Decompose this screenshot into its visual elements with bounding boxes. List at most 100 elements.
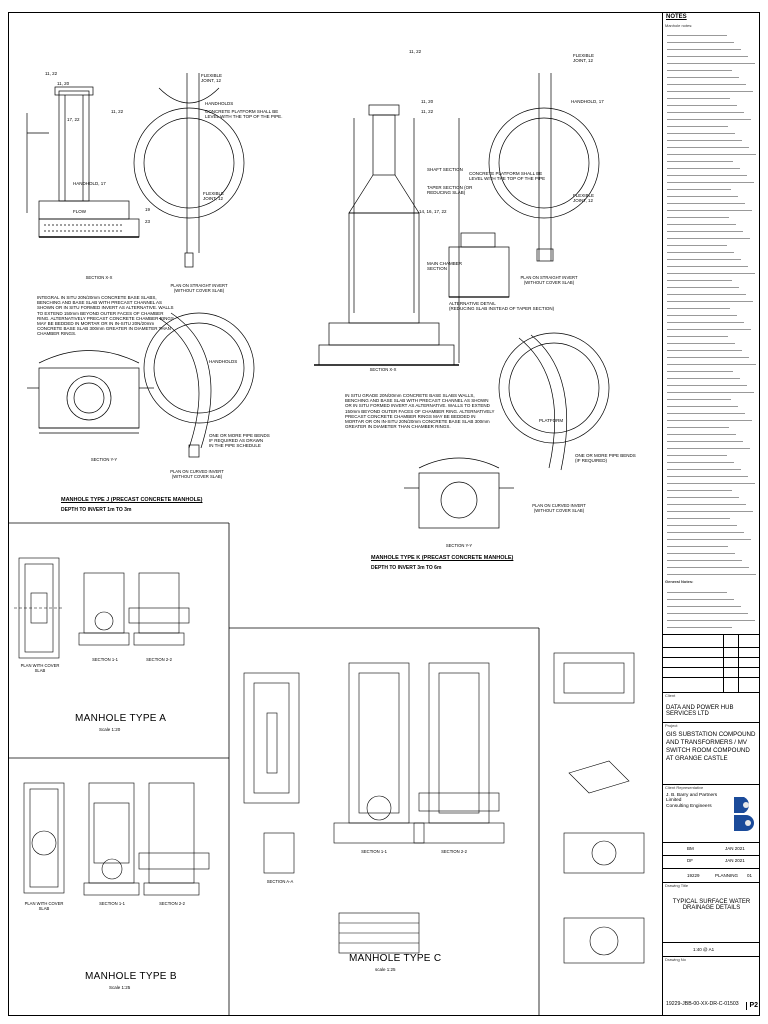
- status: PLANNING: [715, 873, 739, 878]
- note-integral-a: INTEGRAL IN SITU 20N/20mm CONCRETE BASE …: [37, 295, 176, 337]
- note-text-line: [667, 381, 747, 387]
- title-block: NOTES Manhole notes: General Notes: Clie…: [662, 12, 760, 1016]
- note-text-line: [667, 402, 738, 408]
- label-alt-detail: ALTERNATIVE DETAIL (REDUCING SLAB INSTEA…: [449, 301, 555, 312]
- caption-plan-b: PLAN WITH COVER SLAB: [24, 901, 64, 911]
- note-text-line: [667, 227, 743, 233]
- checked-by: DF: [687, 858, 693, 863]
- sheet-number: 01: [747, 873, 753, 878]
- revision-table: [663, 635, 760, 693]
- note-text-line: [667, 87, 753, 93]
- note-text-line: [667, 171, 747, 177]
- label-1120-a: 11, 20: [57, 81, 70, 86]
- note-text-line: [667, 143, 749, 149]
- label-flexible-joint-a2: FLEXIBLE JOINT, 12: [203, 191, 225, 202]
- title-manhole-type-j: MANHOLE TYPE J (PRECAST CONCRETE MANHOLE…: [61, 497, 203, 503]
- note-text-line: [667, 623, 732, 629]
- caption-section-xx-a: SECTION X-X: [85, 275, 113, 280]
- project-name: GIS SUBSTATION COMPOUND AND TRANSFORMERS…: [666, 730, 756, 762]
- note-text-line: [667, 493, 739, 499]
- note-text-line: [667, 318, 744, 324]
- project-number-row: 19229 PLANNING 01: [663, 869, 760, 883]
- note-text-line: [667, 304, 730, 310]
- note-text-line: [667, 45, 741, 51]
- consultant-label: Client Representative: [665, 785, 704, 790]
- type-j-section-yy: [27, 350, 154, 434]
- note-text-line: [667, 66, 732, 72]
- note-text-line: [667, 115, 751, 121]
- notes-body: [663, 31, 760, 576]
- label-flexible-joint-k: FLEXIBLE JOINT, 12: [573, 53, 595, 64]
- note-text-line: [667, 556, 742, 562]
- manhole-type-c-drawings: [243, 662, 505, 954]
- type-k-plan-straight: [488, 73, 600, 262]
- label-shaft-section: SHAFT SECTION: [427, 167, 463, 172]
- drawn-by: BM: [687, 846, 694, 851]
- note-text-line: [667, 472, 748, 478]
- label-flow-a: FLOW: [73, 209, 86, 214]
- client-name: DATA AND POWER HUB SERVICES LTD: [666, 704, 734, 718]
- note-text-line: [667, 178, 754, 184]
- note-text-line: [667, 38, 734, 44]
- note-text-line: [667, 283, 739, 289]
- note-text-line: [667, 136, 742, 142]
- note-text-line: [667, 241, 727, 247]
- notes-subheading-1: Manhole notes:: [665, 22, 693, 28]
- scale-manhole-type-b: Scale 1:25: [109, 985, 131, 990]
- caption-plan-c: SECTION A-A: [266, 879, 294, 884]
- note-text-line: [667, 122, 728, 128]
- note-text-line: [667, 269, 755, 275]
- label-handholds-a2: HANDHOLDS: [209, 359, 238, 364]
- note-text-line: [667, 374, 740, 380]
- label-1417: 14, 16, 17, 22: [419, 209, 447, 214]
- label-taper-section: TAPER SECTION (OR REDUCING SLAB): [427, 185, 473, 196]
- note-text-line: [667, 588, 727, 594]
- caption-section-xx-k: SECTION X-X: [369, 367, 397, 372]
- note-text-line: [667, 444, 750, 450]
- drawing-title-block: Drawing Title TYPICAL SURFACE WATER DRAI…: [663, 883, 760, 943]
- title-manhole-type-c: MANHOLE TYPE C: [349, 953, 442, 964]
- note-text-line: [667, 234, 750, 240]
- note-text-line: [667, 542, 728, 548]
- label-handhold-k: HANDHOLD, 17: [571, 99, 604, 104]
- caption-section-11-a: SECTION 1-1: [92, 657, 118, 662]
- note-text-line: [667, 192, 738, 198]
- label-23-a: 23: [145, 219, 151, 224]
- note-text-line: [667, 451, 727, 457]
- note-text-line: [667, 325, 751, 331]
- note-text-line: [667, 129, 735, 135]
- label-19-a: 19: [145, 207, 151, 212]
- note-text-line: [667, 311, 737, 317]
- label-handhold-17-a: HANDHOLD, 17: [73, 181, 106, 186]
- note-text-line: [667, 80, 746, 86]
- title-manhole-type-k: MANHOLE TYPE K (PRECAST CONCRETE MANHOLE…: [371, 555, 514, 561]
- note-text-line: [667, 465, 741, 471]
- note-text-line: [667, 52, 748, 58]
- subtitle-manhole-type-k: DEPTH TO INVERT 3m TO 6m: [371, 565, 442, 571]
- consultant-name: J. B. Barry and Partners Limited Consult…: [666, 792, 718, 809]
- scale-manhole-type-a: Scale 1:20: [99, 727, 121, 732]
- scale-value: 1:40 @ A1: [693, 947, 715, 952]
- drawing-title-label: Drawing Title: [665, 883, 689, 888]
- note-text-line: [667, 360, 756, 366]
- caption-section-11-b: SECTION 1-1: [99, 901, 125, 906]
- title-manhole-type-b: MANHOLE TYPE B: [85, 971, 177, 982]
- note-text-line: [667, 595, 734, 601]
- note-text-line: [667, 395, 731, 401]
- note-text-line: [667, 423, 729, 429]
- caption-plan-curved-k: PLAN ON CURVED INVERT (WITHOUT COVER SLA…: [532, 503, 586, 513]
- label-main-chamber: MAIN CHAMBER SECTION: [427, 261, 463, 272]
- note-text-line: [667, 185, 731, 191]
- note-text-line: [667, 409, 745, 415]
- misc-details: [553, 652, 645, 964]
- subtitle-manhole-type-j: DEPTH TO INVERT 1m TO 3m: [61, 507, 132, 513]
- scale-manhole-type-c: scale 1:25: [375, 967, 396, 972]
- label-platform-note-b: CONCRETE PLATFORM SHALL BE LEVEL WITH TH…: [469, 171, 546, 182]
- type-k-section-xx: [314, 104, 460, 366]
- notes-subheading-2: General Notes:: [665, 579, 694, 585]
- note-text-line: [667, 388, 754, 394]
- label-1122-k1: 11, 22: [409, 49, 422, 54]
- note-text-line: [667, 199, 745, 205]
- note-text-line: [667, 486, 732, 492]
- note-text-line: [667, 437, 743, 443]
